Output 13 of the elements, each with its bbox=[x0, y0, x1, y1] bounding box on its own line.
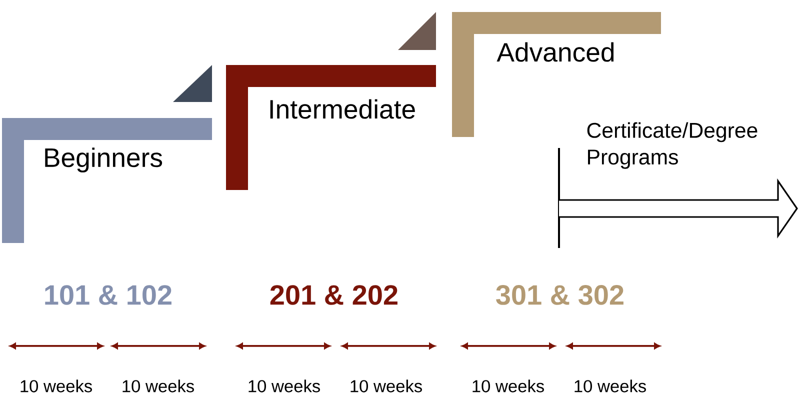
course-number: 201 & 202 bbox=[270, 285, 398, 305]
course-number: 101 & 102 bbox=[45, 285, 172, 305]
duration-label: 10 weeks bbox=[20, 380, 92, 392]
duration-label: 10 weeks bbox=[248, 380, 320, 392]
label: Certificate/Degree Programs bbox=[587, 122, 758, 169]
duration-label: 10 weeks bbox=[350, 380, 422, 392]
duration-label: 10 weeks bbox=[472, 380, 544, 392]
course-number: 301 & 302 bbox=[496, 285, 624, 305]
duration-label: 10 weeks bbox=[574, 380, 646, 392]
node-label: Intermediate bbox=[270, 99, 415, 119]
node-label: Advanced bbox=[496, 42, 614, 62]
node-label: Beginners bbox=[45, 148, 162, 172]
duration-label: 10 weeks bbox=[122, 380, 194, 392]
